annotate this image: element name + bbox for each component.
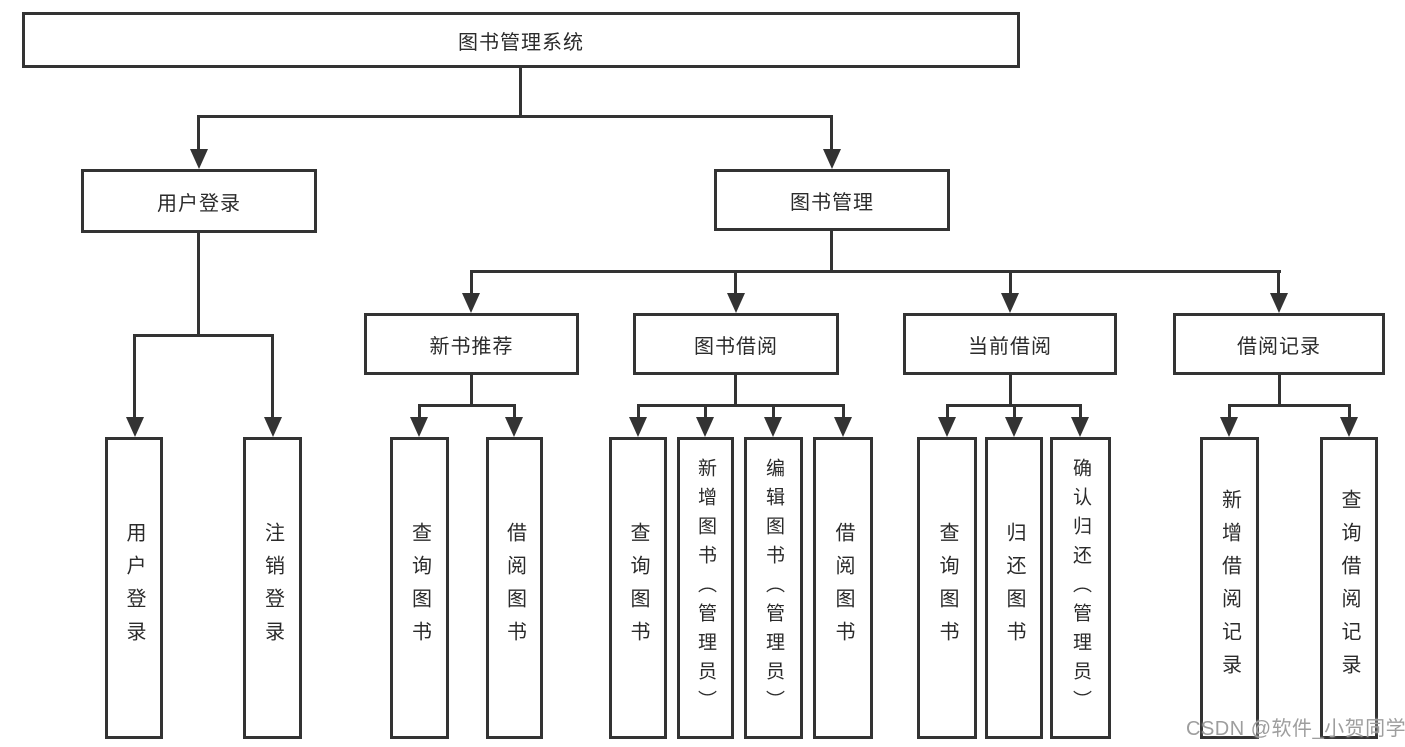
node-book-borrowing-label: 图书借阅 bbox=[694, 335, 778, 358]
arrowhead-br-add bbox=[1220, 417, 1238, 437]
connector-book-borrowing-bar bbox=[637, 404, 844, 407]
node-borrowing-records: 借阅记录 bbox=[1173, 313, 1385, 375]
arrowhead-nbr-query bbox=[410, 417, 428, 437]
connector-new-book-recommend-stem bbox=[470, 375, 473, 406]
connector-current-borrowing-stem bbox=[1009, 375, 1012, 406]
node-leaf-bb-edit-books: 编辑图书（管理员） bbox=[744, 437, 803, 739]
node-book-management-label: 图书管理 bbox=[790, 191, 874, 214]
node-leaf-bb-borrow-books: 借阅图书 bbox=[813, 437, 873, 739]
connector-drop-nbr-query bbox=[418, 404, 421, 420]
connector-drop-bb-edit bbox=[772, 404, 775, 420]
node-leaf-logout-label: 注销登录 bbox=[261, 522, 284, 654]
connector-drop-bb-add bbox=[704, 404, 707, 420]
node-book-management: 图书管理 bbox=[714, 169, 950, 231]
arrowhead-leaf-logout bbox=[264, 417, 282, 437]
node-current-borrowing: 当前借阅 bbox=[903, 313, 1117, 375]
connector-level2-bar bbox=[197, 115, 833, 118]
node-leaf-logout: 注销登录 bbox=[243, 437, 302, 739]
arrowhead-br-query bbox=[1340, 417, 1358, 437]
node-leaf-br-add-record: 新增借阅记录 bbox=[1200, 437, 1259, 739]
arrowhead-user-login bbox=[190, 149, 208, 169]
node-leaf-bb-borrow-books-label: 借阅图书 bbox=[832, 522, 854, 654]
node-root: 图书管理系统 bbox=[22, 12, 1020, 68]
connector-drop-bb-borrow bbox=[842, 404, 845, 420]
node-leaf-bb-edit-books-label: 编辑图书（管理员） bbox=[763, 457, 784, 719]
node-borrowing-records-label: 借阅记录 bbox=[1237, 335, 1321, 358]
arrowhead-bb-borrow bbox=[834, 417, 852, 437]
arrowhead-nbr-borrow bbox=[505, 417, 523, 437]
node-leaf-cb-return-books: 归还图书 bbox=[985, 437, 1043, 739]
connector-drop-new-book-recommend bbox=[470, 270, 473, 295]
node-leaf-br-query-record: 查询借阅记录 bbox=[1320, 437, 1378, 739]
connector-drop-cb-confirm bbox=[1079, 404, 1082, 420]
connector-new-book-recommend-bar bbox=[418, 404, 516, 407]
node-leaf-bb-query-books-label: 查询图书 bbox=[627, 522, 649, 654]
node-leaf-user-login-label: 用户登录 bbox=[123, 522, 145, 654]
arrowhead-book-borrowing bbox=[727, 293, 745, 313]
node-book-borrowing: 图书借阅 bbox=[633, 313, 839, 375]
connector-drop-nbr-borrow bbox=[513, 404, 516, 420]
node-leaf-bb-query-books: 查询图书 bbox=[609, 437, 667, 739]
node-root-label: 图书管理系统 bbox=[458, 31, 584, 54]
node-leaf-bb-add-books-label: 新增图书（管理员） bbox=[695, 457, 716, 719]
connector-drop-br-query bbox=[1348, 404, 1351, 420]
arrowhead-borrowing-records bbox=[1270, 293, 1288, 313]
connector-borrowing-records-bar bbox=[1228, 404, 1350, 407]
connector-drop-bb-query bbox=[637, 404, 640, 420]
connector-drop-cb-return bbox=[1013, 404, 1016, 420]
node-new-book-recommend-label: 新书推荐 bbox=[429, 335, 514, 358]
connector-drop-leaf-logout bbox=[271, 334, 274, 419]
connector-drop-leaf-login bbox=[133, 334, 136, 419]
arrowhead-cb-confirm bbox=[1071, 417, 1089, 437]
connector-borrowing-records-stem bbox=[1278, 375, 1281, 406]
connector-user-login-stem bbox=[197, 233, 200, 336]
arrowhead-leaf-login bbox=[126, 417, 144, 437]
node-user-login: 用户登录 bbox=[81, 169, 317, 233]
node-leaf-br-query-record-label: 查询借阅记录 bbox=[1338, 489, 1360, 687]
node-leaf-nbr-query-books: 查询图书 bbox=[390, 437, 449, 739]
arrowhead-bb-query bbox=[629, 417, 647, 437]
connector-drop-borrowing-records bbox=[1277, 270, 1280, 295]
arrowhead-new-book-recommend bbox=[462, 293, 480, 313]
connector-drop-br-add bbox=[1228, 404, 1231, 420]
node-user-login-label: 用户登录 bbox=[157, 192, 241, 215]
connector-drop-current-borrowing bbox=[1009, 270, 1012, 295]
arrowhead-cb-query bbox=[938, 417, 956, 437]
node-leaf-br-add-record-label: 新增借阅记录 bbox=[1218, 489, 1241, 687]
node-leaf-nbr-query-books-label: 查询图书 bbox=[408, 522, 431, 654]
node-leaf-cb-confirm-return: 确认归还（管理员） bbox=[1050, 437, 1111, 739]
node-leaf-bb-add-books: 新增图书（管理员） bbox=[677, 437, 734, 739]
node-leaf-cb-query-books-label: 查询图书 bbox=[936, 522, 958, 654]
connector-book-borrowing-stem bbox=[734, 375, 737, 406]
arrowhead-bb-add bbox=[696, 417, 714, 437]
node-current-borrowing-label: 当前借阅 bbox=[968, 335, 1052, 358]
node-leaf-user-login: 用户登录 bbox=[105, 437, 163, 739]
connector-drop-user-login bbox=[197, 115, 200, 151]
arrowhead-book-management bbox=[823, 149, 841, 169]
node-new-book-recommend: 新书推荐 bbox=[364, 313, 579, 375]
node-leaf-cb-query-books: 查询图书 bbox=[917, 437, 977, 739]
connector-user-login-bar bbox=[133, 334, 274, 337]
connector-level3-bar bbox=[470, 270, 1281, 273]
connector-root-stem bbox=[519, 68, 522, 117]
arrowhead-bb-edit bbox=[764, 417, 782, 437]
connector-drop-book-borrowing bbox=[734, 270, 737, 295]
node-leaf-nbr-borrow-books-label: 借阅图书 bbox=[503, 522, 526, 654]
arrowhead-cb-return bbox=[1005, 417, 1023, 437]
connector-book-management-stem bbox=[830, 231, 833, 272]
arrowhead-current-borrowing bbox=[1001, 293, 1019, 313]
connector-drop-cb-query bbox=[946, 404, 949, 420]
csdn-watermark: CSDN @软件_小贺同学 bbox=[1186, 718, 1405, 740]
connector-drop-book-management bbox=[830, 115, 833, 151]
node-leaf-cb-confirm-return-label: 确认归还（管理员） bbox=[1070, 457, 1091, 719]
node-leaf-nbr-borrow-books: 借阅图书 bbox=[486, 437, 543, 739]
node-leaf-cb-return-books-label: 归还图书 bbox=[1003, 522, 1025, 654]
